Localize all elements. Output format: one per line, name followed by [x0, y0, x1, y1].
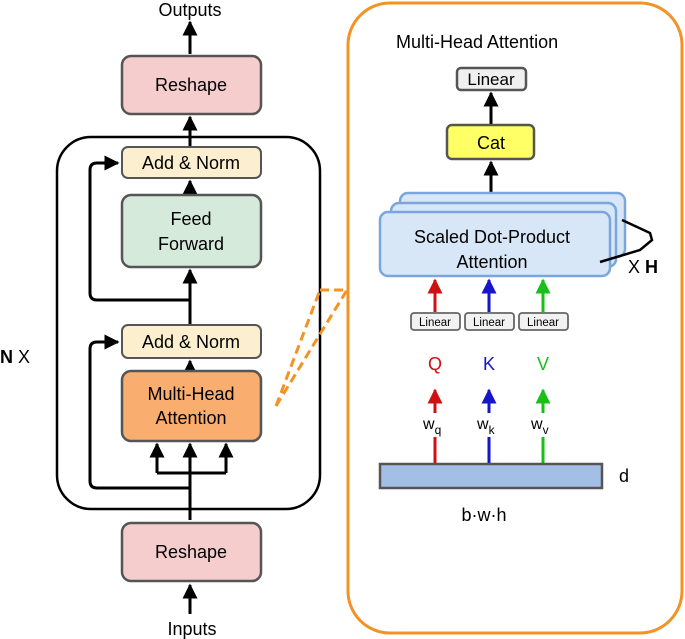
reshape-bottom-label: Reshape — [155, 542, 227, 562]
add-norm-bottom-box — [121, 324, 262, 359]
add-norm-top-box — [121, 146, 262, 179]
repeat-n-label: N X — [0, 347, 30, 367]
cat-label: Cat — [477, 133, 505, 153]
sdpa-front-box — [378, 210, 612, 278]
linear-k-box — [464, 312, 515, 331]
linear-q-box — [410, 312, 461, 331]
reshape-top-label: Reshape — [155, 75, 227, 95]
mha-box — [120, 369, 263, 443]
feed-forward-label-2: Forward — [158, 234, 224, 254]
add-norm-top-label: Add & Norm — [142, 153, 240, 173]
reshape-top-box — [120, 54, 263, 116]
encoder-stack: Outputs Reshape Add & Norm Feed Forward … — [0, 0, 322, 639]
residual-bottom-arrow — [88, 334, 190, 490]
mha-label-2: Attention — [155, 408, 226, 428]
cat-box — [445, 123, 536, 161]
zoom-connector — [274, 288, 349, 407]
v-label: V — [537, 354, 549, 374]
add-norm-bottom-label: Add & Norm — [142, 332, 240, 352]
linear-v-label: Linear — [527, 317, 559, 329]
feed-forward-box — [120, 193, 263, 269]
linear-top-label: Linear — [467, 70, 515, 89]
sdpa-label-2: Attention — [456, 252, 527, 272]
inputs-label: Inputs — [167, 619, 216, 639]
wk-label: wk — [476, 416, 496, 437]
input-feature-bar — [378, 462, 604, 490]
dim-bwh-label: b·w·h — [461, 505, 506, 525]
outputs-label: Outputs — [158, 0, 221, 20]
heads-bracket — [599, 218, 654, 264]
panel-border — [346, 1, 684, 635]
q-label: Q — [428, 354, 442, 374]
wq-label: wq — [422, 416, 441, 437]
mha-label-1: Multi-Head — [147, 384, 234, 404]
linear-k-label: Linear — [473, 317, 505, 329]
mha-input-arrows — [155, 446, 228, 520]
heads-label: X H — [628, 257, 658, 277]
feed-forward-label-1: Feed — [170, 209, 211, 229]
k-label: K — [483, 354, 495, 374]
linear-v-box — [518, 312, 569, 331]
linear-q-label: Linear — [419, 317, 451, 329]
linear-top-box — [455, 66, 528, 92]
wv-label: wv — [530, 416, 549, 437]
residual-top-arrow — [88, 155, 190, 302]
dim-d-label: d — [619, 466, 629, 486]
reshape-bottom-box — [120, 521, 263, 583]
mha-detail-panel: Multi-Head Attention Linear Cat Scaled D… — [346, 1, 684, 635]
sdpa-label-1: Scaled Dot-Product — [414, 227, 570, 247]
panel-title: Multi-Head Attention — [396, 32, 558, 52]
